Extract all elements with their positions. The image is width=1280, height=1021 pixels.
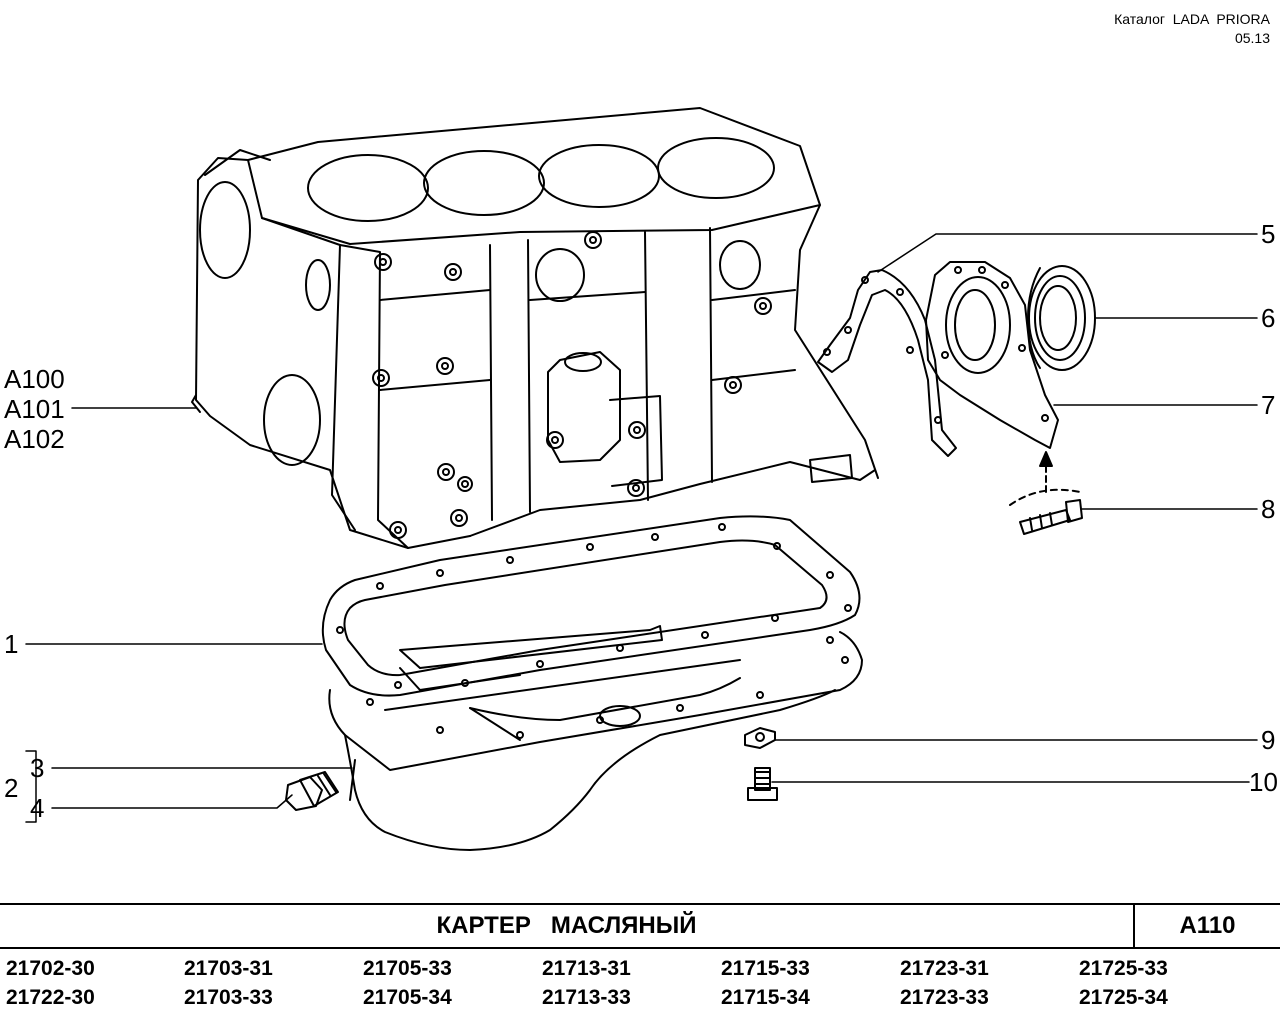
- model-code: 21725-33: [1079, 957, 1168, 980]
- leader-lines: [25, 233, 1258, 823]
- model-code: 21713-31: [542, 957, 631, 980]
- seal-holder-gasket-drawing: [817, 269, 957, 457]
- seal-holder-drawing: [925, 261, 1059, 449]
- model-code: 21715-33: [721, 957, 810, 980]
- model-row: 21722-30 21703-33 21705-34 21713-33 2171…: [0, 985, 1280, 1011]
- oil-seal-drawing: [1027, 265, 1096, 371]
- callout-8: 8: [1261, 494, 1276, 524]
- title-bar: КАРТЕР МАСЛЯНЫЙ A110: [0, 903, 1280, 949]
- model-code: 21723-33: [900, 986, 989, 1009]
- catalog-date: 05.13: [1234, 30, 1270, 46]
- model-code: 21725-34: [1079, 986, 1168, 1009]
- parts-diagram: [25, 107, 1258, 851]
- model-code: 21703-33: [184, 986, 273, 1009]
- callout-a100: A100: [4, 364, 65, 394]
- callout-9: 9: [1261, 725, 1276, 755]
- callout-10: 10: [1249, 767, 1278, 797]
- model-code: 21705-34: [363, 986, 452, 1009]
- model-code: 21715-34: [721, 986, 810, 1009]
- callout-1: 1: [4, 629, 19, 659]
- callout-5: 5: [1261, 219, 1276, 249]
- callout-4: 4: [30, 793, 45, 823]
- pan-bolt-drawing: [747, 767, 778, 801]
- model-code: 21703-31: [184, 957, 273, 980]
- callout-3: 3: [30, 753, 45, 783]
- oil-pan-drawing: [328, 625, 863, 851]
- callout-2: 2: [4, 773, 19, 803]
- model-codes: 21702-30 21703-31 21705-33 21713-31 2171…: [0, 956, 1280, 1016]
- model-code: 21723-31: [900, 957, 989, 980]
- section-title: КАРТЕР МАСЛЯНЫЙ: [0, 905, 1135, 947]
- callout-6: 6: [1261, 303, 1276, 333]
- model-row: 21702-30 21703-31 21705-33 21713-31 2171…: [0, 956, 1280, 982]
- bolt-assembly-drawing: [1009, 451, 1083, 535]
- model-code: 21713-33: [542, 986, 631, 1009]
- model-code: 21705-33: [363, 957, 452, 980]
- catalog-header: Каталог LADA PRIORA 05.13: [1114, 10, 1270, 48]
- engine-block-drawing: [191, 107, 879, 549]
- drain-plug-drawing: [285, 771, 339, 811]
- callout-a102: A102: [4, 424, 65, 454]
- oil-pan-gasket-drawing: [321, 515, 861, 697]
- callout-a101: A101: [4, 394, 65, 424]
- catalog-name: Каталог LADA PRIORA: [1114, 11, 1270, 27]
- callout-7: 7: [1261, 390, 1276, 420]
- section-code: A110: [1179, 912, 1236, 939]
- model-code: 21702-30: [6, 957, 95, 980]
- model-code: 21722-30: [6, 986, 95, 1009]
- washer-drawing: [744, 727, 776, 749]
